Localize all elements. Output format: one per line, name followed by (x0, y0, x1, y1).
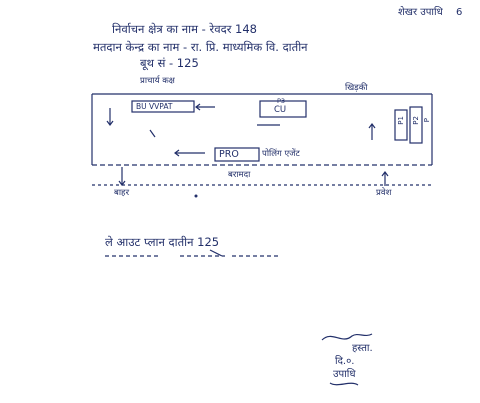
bu-vvpat-box (131, 100, 195, 113)
p-right-label: P (423, 118, 431, 123)
p1-label: P1 (397, 116, 405, 125)
polling-station-line: मतदान केन्द्र का नाम - रा. प्रि. माध्यमि… (93, 40, 308, 54)
pro-box (214, 147, 260, 162)
corridor-label: बरामदा (228, 170, 251, 180)
signature-date: दि.०. (335, 356, 355, 367)
exit-label: बाहर (114, 188, 130, 198)
pro-label: PRO (219, 149, 239, 160)
p1-box (394, 109, 408, 141)
signature-name: हस्ता. (352, 343, 373, 354)
p2-label: P2 (412, 116, 420, 125)
constituency-line: निर्वाचन क्षेत्र का नाम - रेवदर 148 (112, 22, 257, 36)
signature-stroke (321, 333, 373, 341)
tick-mark (149, 129, 156, 138)
top-right-name: शेखर उपाधि (398, 7, 443, 18)
entry-label: प्रवेश (376, 188, 392, 198)
signature-title: उपाधि (333, 369, 356, 380)
layout-plan-caption: ले आउट प्लान दातीन 125 (105, 235, 220, 249)
top-left-label: प्राचार्य कक्ष (140, 76, 175, 86)
cu-box (259, 100, 307, 118)
cu-top-label: P3 (277, 97, 286, 105)
page-number: 6 (456, 7, 463, 18)
cu-label: CU (274, 105, 287, 115)
bu-vvpat-label: BU VVPAT (136, 102, 173, 111)
arrow-head-1 (195, 103, 201, 111)
pro-note: पोलिंग एजेंट (262, 149, 300, 159)
top-right-label: खिड़की (345, 83, 368, 93)
booth-number-line: बूथ सं - 125 (140, 56, 199, 70)
p2-box (409, 106, 423, 144)
